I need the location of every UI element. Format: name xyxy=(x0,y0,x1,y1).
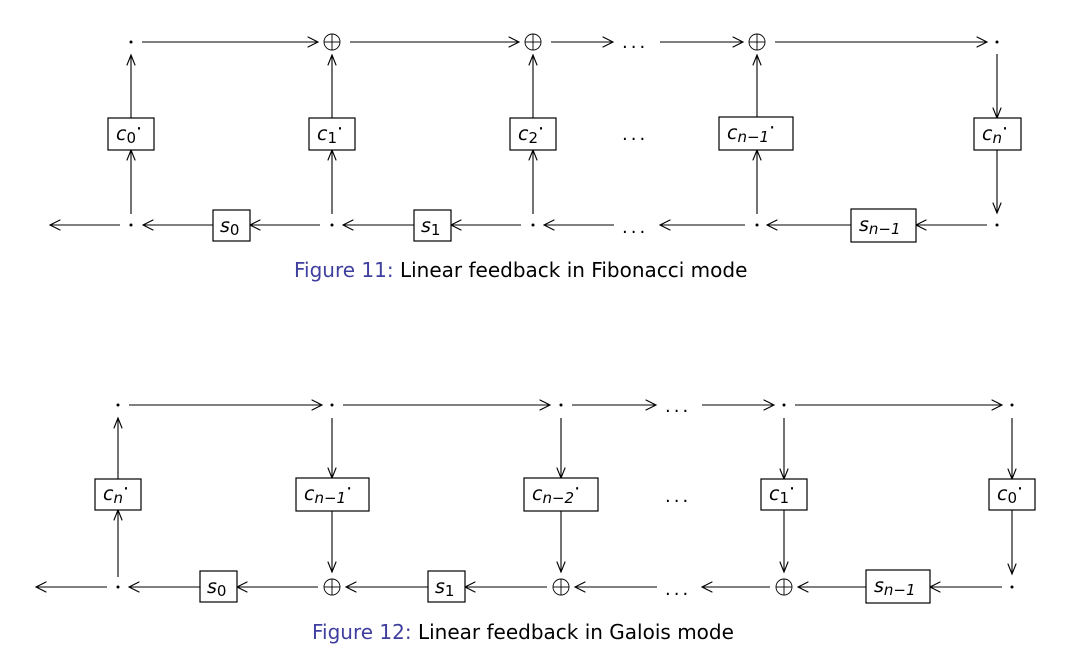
coeff-box-cn-2: cn−2· xyxy=(523,477,599,512)
ellipsis-bottom: ... xyxy=(622,217,648,238)
svg-text:cn·: cn· xyxy=(103,478,129,507)
arrowhead-left-icon xyxy=(796,581,809,593)
svg-text:s0: s0 xyxy=(220,215,239,239)
arrowhead-right-icon xyxy=(307,36,320,48)
arrowhead-left-icon xyxy=(48,219,61,231)
figure-label: Figure 12: xyxy=(312,620,412,644)
xor-icon xyxy=(323,33,341,51)
svg-text:c0·: c0· xyxy=(997,478,1023,507)
coeff-box-c1: c1· xyxy=(760,478,808,511)
coeff-box-cn-1: cn−1· xyxy=(295,477,370,512)
arrowhead-right-icon xyxy=(976,36,989,48)
arrowhead-up-icon xyxy=(752,53,762,66)
arrowhead-right-icon xyxy=(311,399,324,411)
arrowhead-left-icon xyxy=(141,219,154,231)
arrowhead-left-icon xyxy=(658,219,671,231)
arrowhead-right-icon xyxy=(508,36,521,48)
arrowhead-down-icon xyxy=(1007,563,1017,576)
svg-text:c1·: c1· xyxy=(769,478,795,507)
coeff-box-c2: c2· xyxy=(509,117,557,151)
svg-text:c0·: c0· xyxy=(116,118,142,147)
svg-text:cn·: cn· xyxy=(982,118,1008,147)
coeff-box-cn-1: cn−1· xyxy=(718,116,794,151)
ellipsis-middle: ... xyxy=(622,124,648,145)
arrowhead-up-icon xyxy=(113,416,123,429)
xor-icon xyxy=(748,33,766,51)
svg-text:sn−1: sn−1 xyxy=(859,214,901,238)
node-bottom xyxy=(531,223,535,227)
state-box-s1: s1 xyxy=(427,570,466,603)
arrowhead-left-icon xyxy=(127,581,140,593)
galois-diagram: ... cn· xyxy=(34,396,1036,604)
state-box-s1: s1 xyxy=(413,209,452,242)
svg-text:c1·: c1· xyxy=(317,118,343,147)
node-top xyxy=(330,403,334,407)
state-box-s0: s0 xyxy=(212,209,251,242)
state-box-sn-1: sn−1 xyxy=(865,569,931,604)
xor-icon xyxy=(775,578,793,596)
arrowhead-right-icon xyxy=(991,399,1004,411)
figure-11-caption: Figure 11: Linear feedback in Fibonacci … xyxy=(294,258,747,282)
arrowhead-left-icon xyxy=(344,581,357,593)
arrowhead-right-icon xyxy=(602,36,615,48)
node-top xyxy=(559,403,563,407)
figure-label: Figure 11: xyxy=(294,258,394,282)
arrowhead-right-icon xyxy=(539,399,552,411)
svg-text:cn−1·: cn−1· xyxy=(727,117,775,146)
node-bottom xyxy=(129,223,133,227)
node-bottom xyxy=(755,223,759,227)
arrowhead-right-icon xyxy=(763,399,776,411)
svg-text:s1: s1 xyxy=(421,215,440,239)
coeff-box-c0: c0· xyxy=(988,478,1036,511)
state-box-s0: s0 xyxy=(199,570,238,603)
caption-text: Linear feedback in Galois mode xyxy=(417,620,734,644)
arrowhead-left-icon xyxy=(765,219,778,231)
xor-icon xyxy=(524,33,542,51)
arrowhead-right-icon xyxy=(732,36,745,48)
coeff-box-c1: c1· xyxy=(308,117,356,151)
coeff-box-cn: cn· xyxy=(973,117,1022,151)
arrowhead-down-icon xyxy=(779,561,789,574)
coeff-box-c0: c0· xyxy=(107,117,155,151)
coeff-box-cn: cn· xyxy=(94,478,142,511)
node-top xyxy=(1010,403,1014,407)
xor-icon xyxy=(552,578,570,596)
svg-text:c2·: c2· xyxy=(518,118,544,147)
xor-icon xyxy=(323,578,341,596)
node-top xyxy=(782,403,786,407)
node-top xyxy=(116,403,120,407)
svg-text:s1: s1 xyxy=(435,576,454,600)
node-bottom xyxy=(116,585,120,589)
caption-text: Linear feedback in Fibonacci mode xyxy=(399,258,748,282)
arrowhead-left-icon xyxy=(542,219,555,231)
node-bottom xyxy=(1010,585,1014,589)
arrowhead-left-icon xyxy=(341,219,354,231)
svg-text:s0: s0 xyxy=(207,576,226,600)
node-bottom xyxy=(995,223,999,227)
arrowhead-left-icon xyxy=(34,581,47,593)
arrowhead-right-icon xyxy=(645,399,658,411)
fibonacci-diagram: ... c xyxy=(48,32,1022,243)
ellipsis-top: ... xyxy=(665,396,691,417)
svg-text:cn−2·: cn−2· xyxy=(532,478,580,507)
arrowhead-left-icon xyxy=(700,581,713,593)
arrowhead-left-icon xyxy=(573,581,586,593)
ellipsis-bottom: ... xyxy=(665,579,691,600)
node-top-end xyxy=(995,40,999,44)
arrowhead-up-icon xyxy=(327,53,337,66)
state-box-sn-1: sn−1 xyxy=(850,208,917,243)
arrowhead-down-icon xyxy=(992,202,1002,215)
svg-text:sn−1: sn−1 xyxy=(874,575,916,599)
node-bottom xyxy=(330,223,334,227)
arrowhead-up-icon xyxy=(126,53,136,66)
node-top-0 xyxy=(129,40,133,44)
svg-text:cn−1·: cn−1· xyxy=(304,478,352,507)
ellipsis-middle: ... xyxy=(665,486,691,507)
arrowhead-down-icon xyxy=(327,561,337,574)
ellipsis-top: ... xyxy=(622,32,648,53)
figure-12-caption: Figure 12: Linear feedback in Galois mod… xyxy=(312,620,734,644)
arrowhead-down-icon xyxy=(556,561,566,574)
arrowhead-up-icon xyxy=(528,53,538,66)
